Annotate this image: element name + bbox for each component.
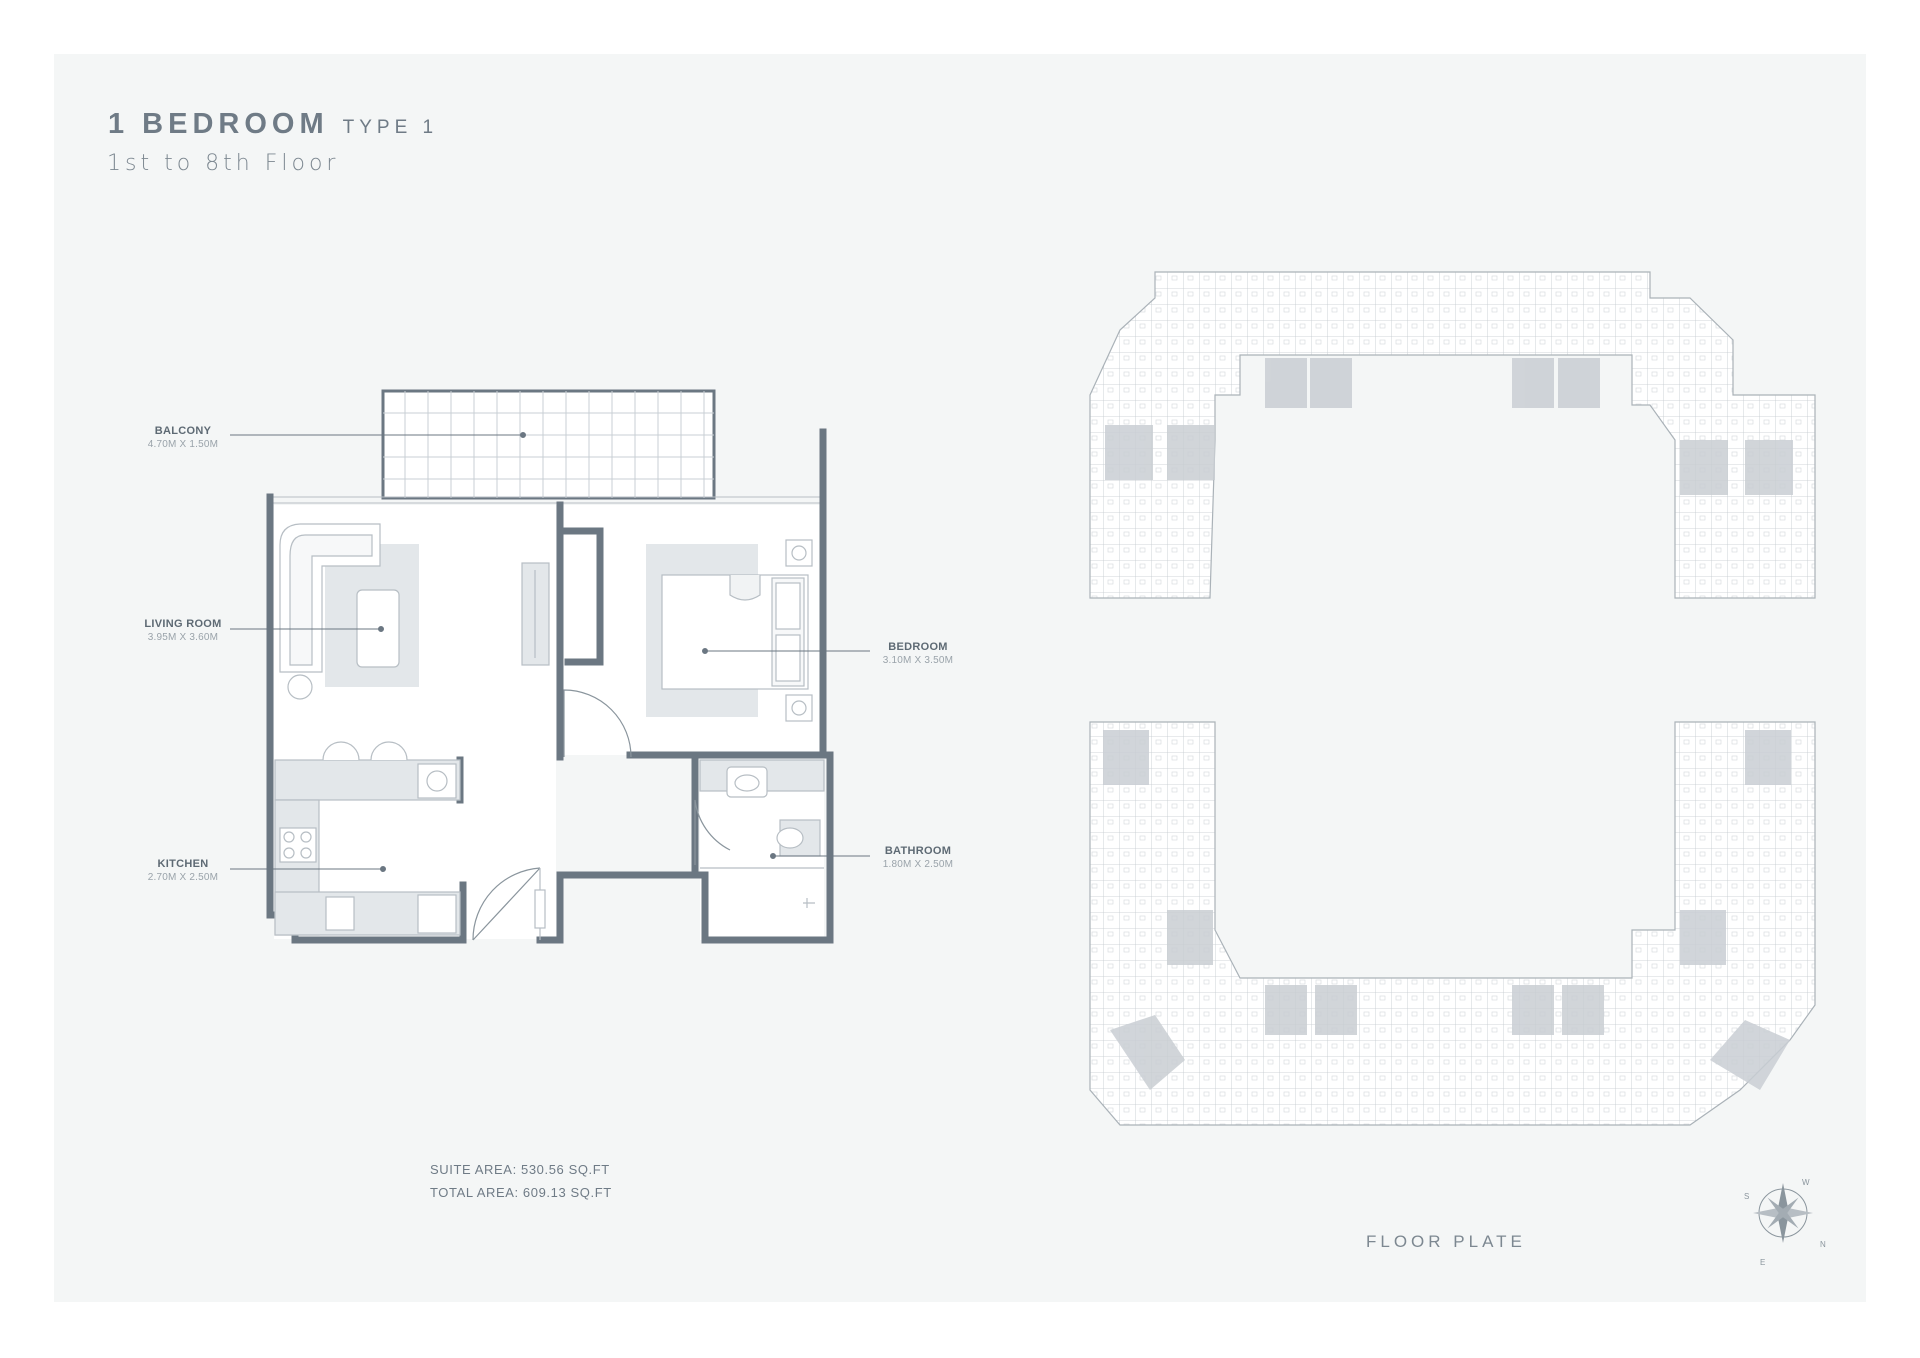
floor-range: 1st to 8th Floor bbox=[107, 151, 340, 176]
balcony-dims: 4.70M X 1.50M bbox=[147, 439, 219, 450]
bathroom-dims: 1.80M X 2.50M bbox=[882, 859, 954, 870]
kitchen-furniture bbox=[274, 741, 461, 936]
living-room-name: LIVING ROOM bbox=[144, 618, 222, 630]
bedroom-label: BEDROOM 3.10M X 3.50M bbox=[858, 640, 978, 668]
floor-plate-title: FLOOR PLATE bbox=[1366, 1232, 1526, 1251]
kitchen-dims: 2.70M X 2.50M bbox=[147, 872, 219, 883]
compass-s: S bbox=[1744, 1192, 1749, 1201]
interior-floor bbox=[274, 505, 824, 940]
compass-w: W bbox=[1802, 1178, 1810, 1187]
suite-area: SUITE AREA: 530.56 SQ.FT bbox=[430, 1162, 610, 1177]
bathroom-name: BATHROOM bbox=[884, 845, 952, 857]
unit-name: 1 BEDROOM bbox=[108, 108, 329, 140]
area-summary: SUITE AREA: 530.56 SQ.FT TOTAL AREA: 609… bbox=[430, 1158, 612, 1204]
balcony-name: BALCONY bbox=[154, 425, 212, 437]
living-room-label: LIVING ROOM 3.95M X 3.60M bbox=[123, 617, 243, 645]
kitchen-label: KITCHEN 2.70M X 2.50M bbox=[123, 857, 243, 885]
compass-e: E bbox=[1760, 1258, 1765, 1267]
compass-icon: S W N E bbox=[1744, 1178, 1826, 1267]
walls bbox=[266, 428, 834, 944]
floor-plate-bottom bbox=[1089, 721, 1816, 1126]
doors bbox=[472, 689, 731, 941]
compass-n: N bbox=[1820, 1240, 1826, 1249]
bedroom-furniture bbox=[661, 539, 813, 722]
unit-type: TYPE 1 bbox=[342, 117, 439, 138]
living-room-furniture bbox=[279, 523, 550, 700]
leader-lines bbox=[230, 432, 870, 872]
total-area: TOTAL AREA: 609.13 SQ.FT bbox=[430, 1185, 612, 1200]
floor-plate-top bbox=[1089, 271, 1816, 599]
balcony-label: BALCONY 4.70M X 1.50M bbox=[123, 424, 243, 452]
bathroom-fixtures bbox=[699, 759, 825, 908]
kitchen-name: KITCHEN bbox=[157, 858, 209, 870]
bedroom-dims: 3.10M X 3.50M bbox=[882, 655, 954, 666]
bedroom-name: BEDROOM bbox=[888, 641, 948, 653]
living-room-dims: 3.95M X 3.60M bbox=[147, 632, 219, 643]
bathroom-label: BATHROOM 1.80M X 2.50M bbox=[858, 844, 978, 872]
unit-title: 1 BEDROOM TYPE 1 bbox=[108, 108, 438, 141]
balcony-area bbox=[270, 389, 820, 504]
